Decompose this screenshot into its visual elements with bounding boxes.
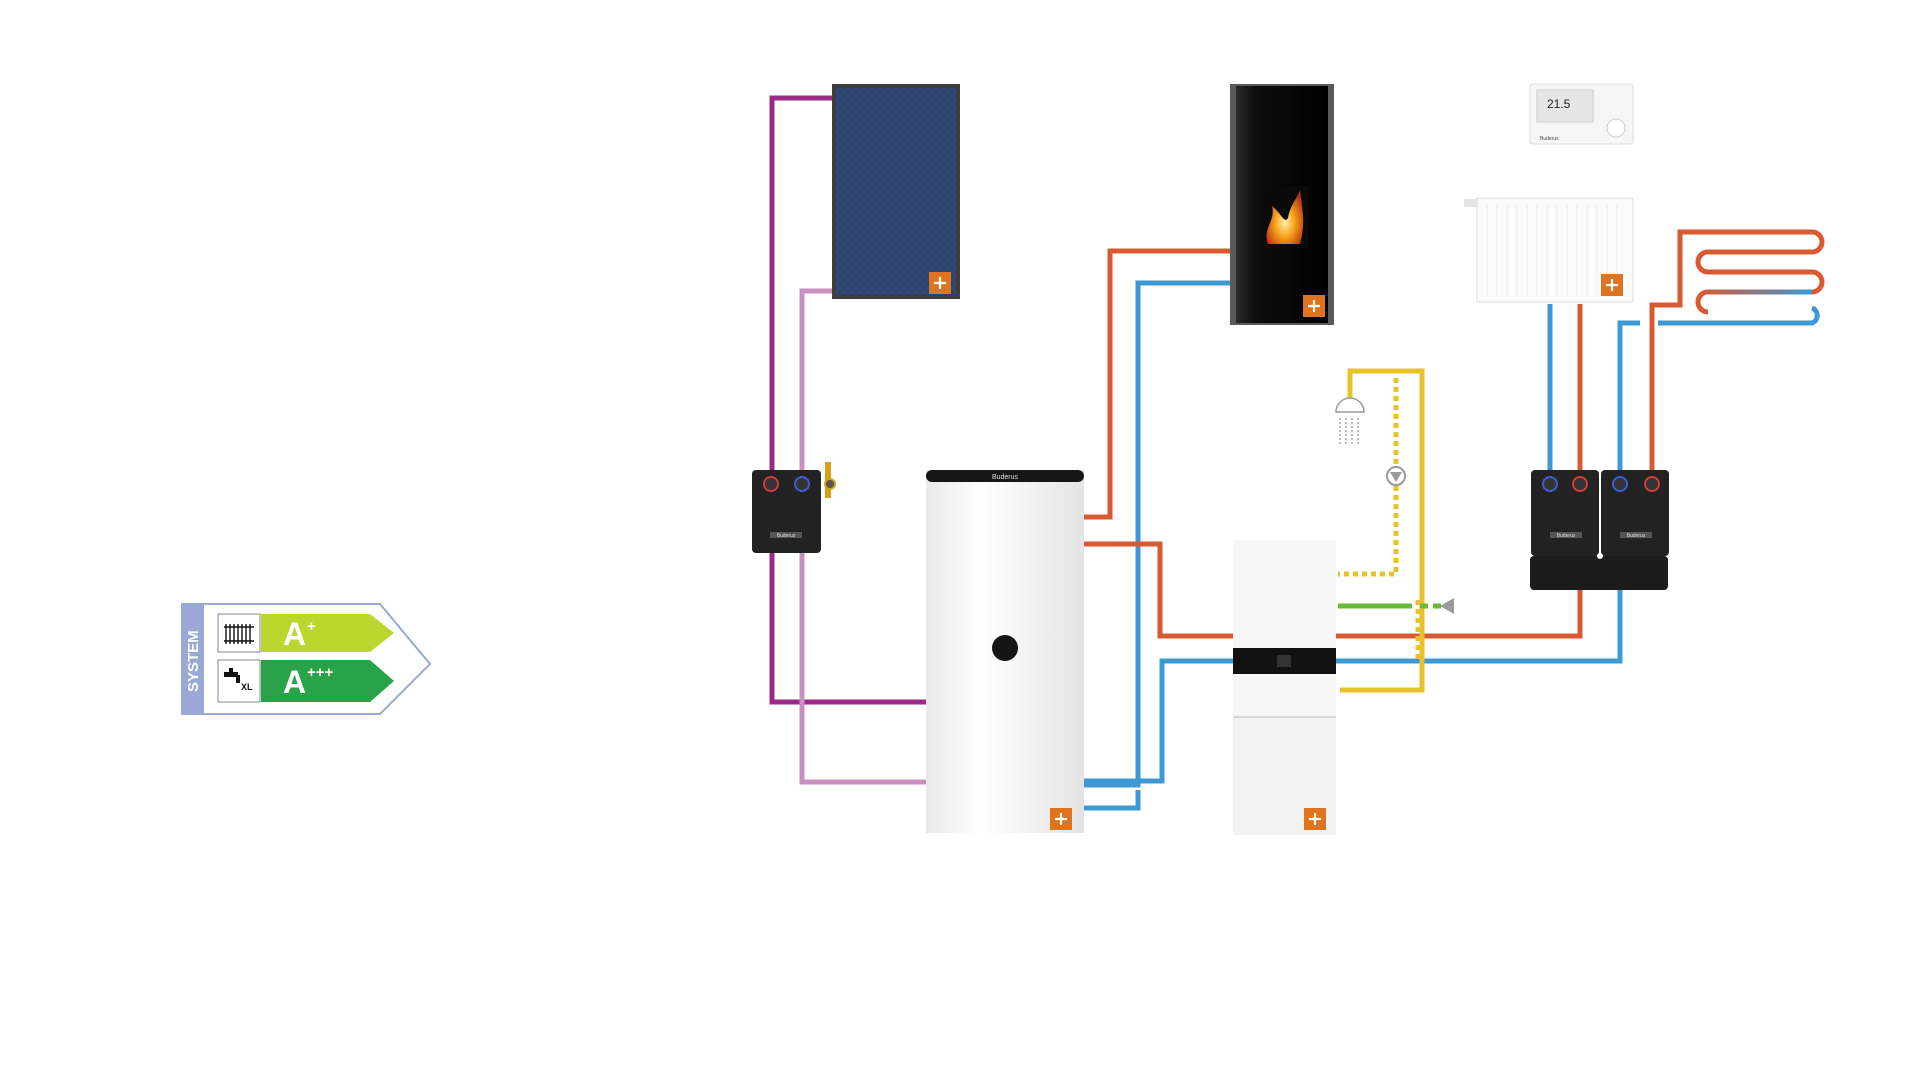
- stove-flow-pipe: [1084, 248, 1236, 520]
- water-class-arrow: [261, 660, 394, 702]
- hot-water-pipe: [1340, 368, 1425, 693]
- radiator: [1464, 197, 1634, 303]
- heating-class-letter: A: [283, 616, 306, 652]
- underfloor-return-loop: [1658, 305, 1820, 326]
- heating-class-arrow: [261, 614, 394, 652]
- solar-return-pipe: [799, 288, 930, 785]
- hot-water-circulation: [1338, 378, 1399, 577]
- solar-pump-station: Buderus: [752, 462, 836, 553]
- plus-icon: [934, 277, 946, 289]
- radiator-icon: [224, 624, 254, 644]
- heating-circuit-module-2: Buderus: [1601, 470, 1669, 556]
- stove-return-pipe: [1084, 280, 1236, 788]
- underfloor-return-pipe: [1617, 320, 1640, 472]
- heating-circuit-module-1: Buderus: [1531, 470, 1599, 556]
- heat-generator-unit: [1233, 540, 1336, 835]
- thermostat-brand: Buderus: [1540, 136, 1559, 142]
- pellet-stove: [1230, 84, 1334, 325]
- shower-icon: [1335, 397, 1365, 444]
- tank-return-pipe: [1084, 790, 1141, 811]
- solar-flow-pipe: [769, 95, 930, 705]
- expansion-valve-icon: [824, 462, 836, 498]
- heating-return-pipe: [1084, 590, 1623, 784]
- water-class-letter: A: [283, 664, 306, 700]
- circulation-pump-icon: [1386, 466, 1406, 486]
- heating-class-sup: +: [307, 618, 316, 635]
- energy-efficiency-label: SYSTEM A + XL A +++: [181, 603, 432, 715]
- storage-tank: Buderus: [926, 470, 1084, 833]
- solar-collector: [832, 84, 960, 299]
- tap-icon: [224, 668, 240, 683]
- flame-icon: [1266, 190, 1304, 244]
- thermostat-display: 21.5: [1547, 97, 1571, 111]
- plus-icon: [1309, 813, 1321, 825]
- underfloor-loops: [1695, 229, 1825, 295]
- underfloor-mixed-loop: [1695, 289, 1812, 315]
- tank-brand: Buderus: [992, 474, 1019, 481]
- solar-station-brand: Buderus: [777, 533, 796, 539]
- plus-icon: [1308, 300, 1320, 312]
- arrow-left-icon: [1440, 598, 1454, 614]
- water-class-sup: +++: [307, 664, 334, 681]
- heating-circuit-modules: Buderus Buderus: [1530, 470, 1669, 590]
- plus-icon: [1606, 279, 1618, 291]
- pipe-network: [769, 95, 1825, 811]
- system-label: SYSTEM: [185, 630, 202, 692]
- underfloor-flow-pipe: [1649, 229, 1812, 472]
- plus-icon: [1055, 813, 1067, 825]
- module-2-brand: Buderus: [1627, 533, 1646, 539]
- water-size-label: XL: [241, 682, 253, 692]
- room-thermostat: 21.5 Buderus: [1529, 83, 1634, 145]
- module-1-brand: Buderus: [1557, 533, 1576, 539]
